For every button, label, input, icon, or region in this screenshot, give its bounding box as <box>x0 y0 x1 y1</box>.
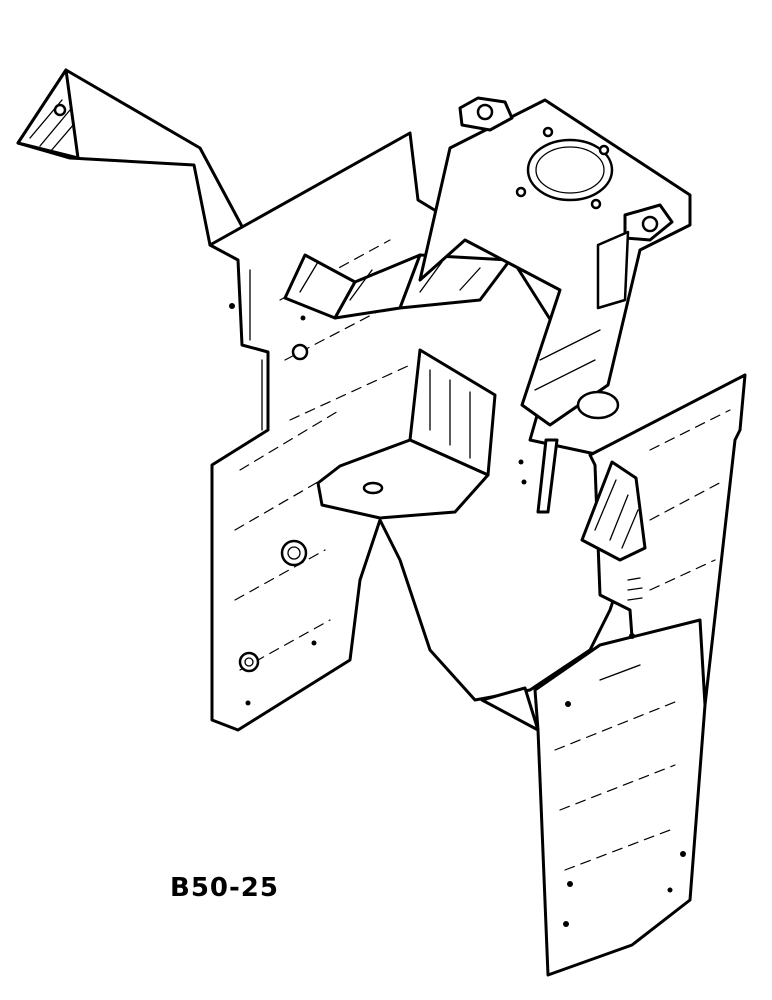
support-rod <box>536 438 559 514</box>
upper-left-arm <box>16 68 247 247</box>
center-l-bracket <box>316 348 497 520</box>
u-bracket <box>418 96 692 427</box>
right-side-plate <box>580 373 747 747</box>
fasteners <box>229 303 686 927</box>
lower-right-leg <box>480 618 707 977</box>
figure-caption: B50-25 <box>170 873 279 903</box>
